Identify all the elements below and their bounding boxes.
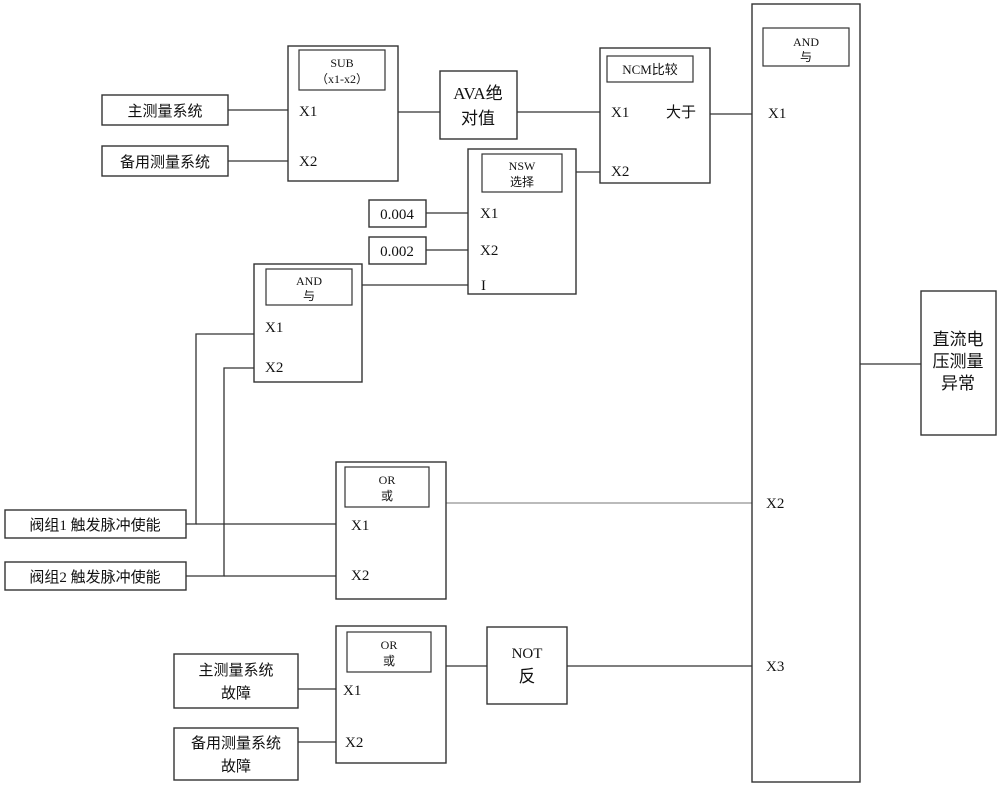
input-valve-group2: 阀组2 触发脉冲使能 bbox=[4, 561, 187, 591]
port-x1: X1 bbox=[265, 320, 283, 336]
block-title: NSW bbox=[509, 159, 536, 173]
port-x1: X1 bbox=[343, 683, 361, 699]
port-x2: X2 bbox=[345, 735, 363, 751]
input-const-0002: 0.002 bbox=[368, 236, 427, 265]
port-x1: X1 bbox=[480, 206, 498, 222]
input-label: 阀组2 触发脉冲使能 bbox=[29, 569, 160, 586]
output-block: 直流电 压测量 异常 bbox=[920, 290, 997, 436]
port-x2: X2 bbox=[351, 568, 369, 584]
block-title: NCM比较 bbox=[622, 62, 678, 77]
and-block-small: AND 与 X1 X2 bbox=[253, 263, 363, 383]
or-block-1: OR 或 X1 X2 bbox=[335, 461, 447, 600]
block-subtitle: 选择 bbox=[510, 175, 534, 189]
block-title: OR bbox=[381, 638, 398, 652]
const-value: 0.004 bbox=[380, 207, 414, 223]
block-title: SUB bbox=[330, 56, 353, 70]
block-subtitle: 或 bbox=[381, 489, 393, 503]
or-block-2: OR 或 X1 X2 bbox=[335, 625, 447, 764]
ava-block: AVA绝 对值 bbox=[439, 70, 518, 140]
output-line1: 直流电 bbox=[933, 330, 984, 349]
wire-vg2-to-and bbox=[186, 367, 254, 577]
block-subtitle: 反 bbox=[519, 667, 536, 686]
nsw-block: NSW 选择 X1 X2 I bbox=[467, 148, 577, 295]
and-block-big: AND 与 X1 X2 X3 bbox=[751, 3, 861, 783]
port-i: I bbox=[481, 278, 486, 294]
port-x3: X3 bbox=[766, 659, 784, 675]
wires bbox=[186, 109, 921, 743]
input-backup-fault: 备用测量系统 故障 bbox=[173, 727, 299, 781]
input-label: 主测量系统 bbox=[127, 103, 202, 120]
input-valve-group1: 阀组1 触发脉冲使能 bbox=[4, 509, 187, 539]
input-label: 备用测量系统 bbox=[120, 154, 210, 171]
output-line3: 异常 bbox=[941, 374, 975, 393]
input-label: 阀组1 触发脉冲使能 bbox=[29, 517, 160, 534]
port-x2: X2 bbox=[480, 243, 498, 259]
block-title: AND bbox=[296, 274, 322, 288]
input-label-line2: 故障 bbox=[221, 684, 251, 702]
input-const-0004: 0.004 bbox=[368, 199, 427, 228]
const-value: 0.002 bbox=[380, 244, 414, 260]
block-title: AVA绝 bbox=[453, 84, 502, 103]
block-subtitle: 对值 bbox=[461, 109, 495, 128]
input-backup-system: 备用测量系统 bbox=[101, 145, 229, 177]
port-x1: X1 bbox=[351, 518, 369, 534]
port-x1: X1 bbox=[611, 105, 629, 121]
wire-vg1-to-and bbox=[186, 333, 254, 525]
output-line2: 压测量 bbox=[933, 352, 984, 371]
input-label-line1: 备用测量系统 bbox=[191, 735, 281, 752]
block-subtitle: （x1-x2） bbox=[316, 72, 368, 86]
input-main-system: 主测量系统 bbox=[101, 94, 229, 126]
port-x1: X1 bbox=[768, 106, 786, 122]
block-title: NOT bbox=[512, 646, 543, 662]
block-subtitle: 与 bbox=[303, 289, 315, 303]
port-x2: X2 bbox=[611, 164, 629, 180]
sub-block: SUB （x1-x2） X1 X2 bbox=[287, 45, 399, 182]
block-subtitle: 或 bbox=[383, 654, 395, 668]
not-block: NOT 反 bbox=[486, 626, 568, 705]
block-title: AND bbox=[793, 35, 819, 49]
port-x2: X2 bbox=[265, 360, 283, 376]
block-title: OR bbox=[379, 473, 396, 487]
port-x2: X2 bbox=[299, 154, 317, 170]
input-label-line1: 主测量系统 bbox=[198, 662, 273, 679]
block-subtitle: 与 bbox=[800, 50, 812, 64]
ncm-block: NCM比较 X1 X2 大于 bbox=[599, 47, 711, 184]
input-main-fault: 主测量系统 故障 bbox=[173, 653, 299, 709]
port-x2: X2 bbox=[766, 496, 784, 512]
input-label-line2: 故障 bbox=[221, 757, 251, 775]
port-out: 大于 bbox=[666, 104, 696, 121]
port-x1: X1 bbox=[299, 104, 317, 120]
